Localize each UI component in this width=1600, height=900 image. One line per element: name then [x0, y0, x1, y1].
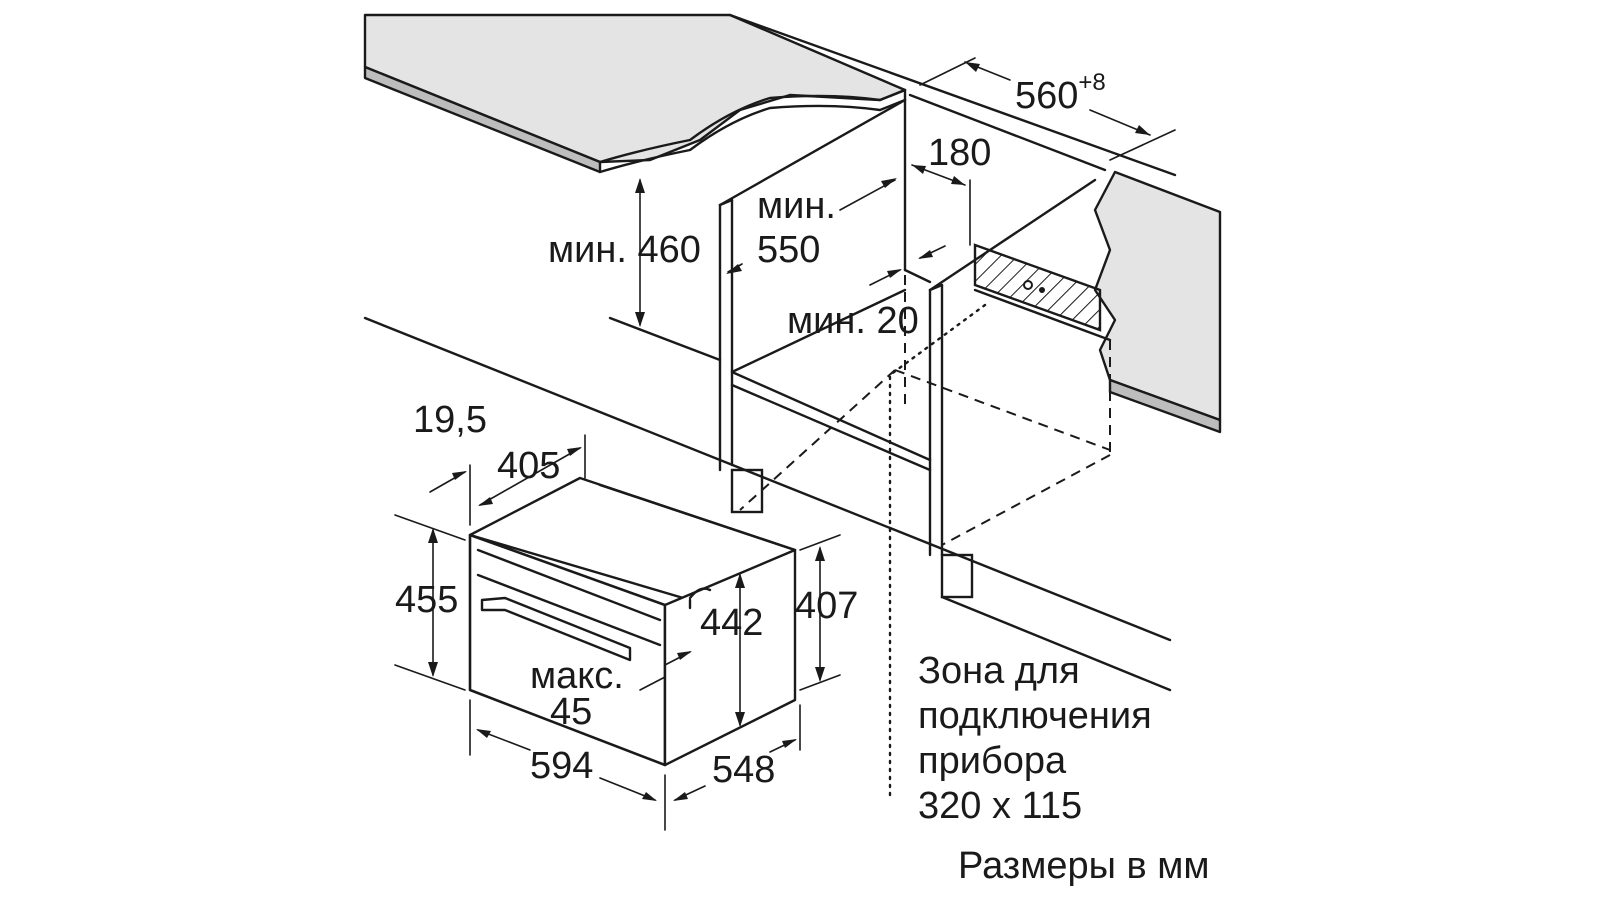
dim-19-5-label: 19,5: [413, 399, 487, 441]
dim-min-550-prefix: мин.: [757, 185, 836, 227]
dim-548-label: 548: [712, 749, 775, 791]
dim-455-label: 455: [395, 579, 458, 621]
dim-407-label: 407: [795, 585, 858, 627]
dim-min-460-label: мин. 460: [548, 229, 701, 271]
units-note: Размеры в мм: [958, 845, 1209, 887]
dim-560-label: 560+8: [1015, 69, 1106, 117]
dim-594-label: 594: [530, 745, 593, 787]
dim-180-label: 180: [928, 132, 991, 174]
connection-zone-line1: Зона для: [918, 650, 1080, 692]
dim-min-20-label: мин. 20: [787, 300, 919, 342]
connection-zone-text: Зона для подключения прибора 320 x 115: [918, 650, 1152, 827]
connection-zone-line4: 320 x 115: [918, 785, 1082, 827]
connection-zone-line2: подключения: [918, 695, 1152, 737]
hidden-edges: [739, 275, 1111, 546]
oven: [468, 476, 797, 767]
dim-min-550-value: 550: [757, 229, 820, 271]
dimension-labels: 560+8 180 мин. 550 мин. 460 мин. 20 19,5…: [395, 69, 1106, 791]
worktop-right: [1093, 170, 1222, 434]
connection-zone-line3: прибора: [918, 740, 1067, 782]
worktop-left: [363, 13, 907, 174]
dim-442-label: 442: [700, 602, 763, 644]
dim-max-45-value: 45: [550, 691, 592, 733]
connection-zone-leader: [888, 303, 987, 802]
dim-405-label: 405: [497, 445, 560, 487]
dimension-lines: [394, 57, 1176, 831]
dim-max-45-prefix: макс.: [530, 655, 624, 697]
